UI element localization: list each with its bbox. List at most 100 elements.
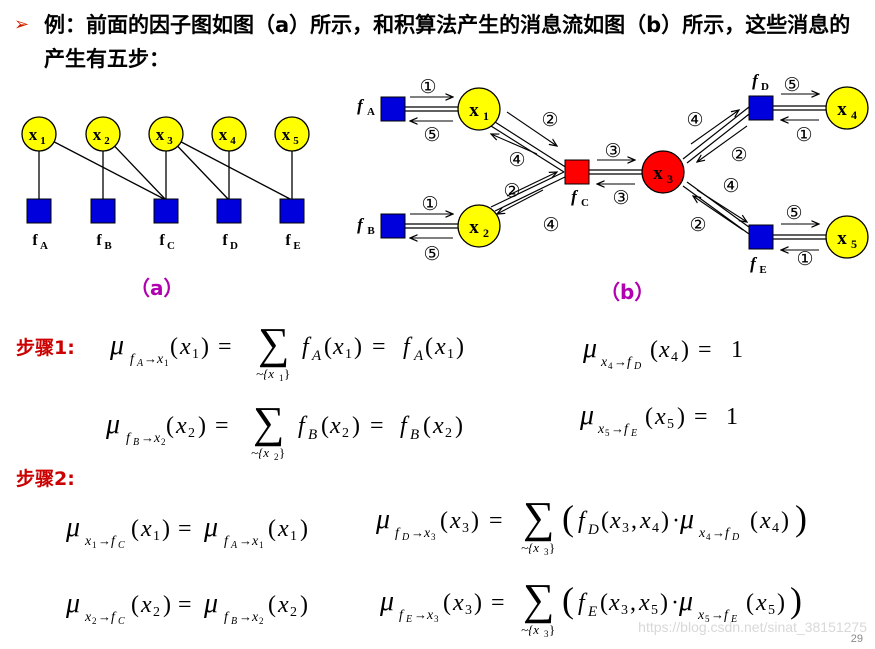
step-mark-x3-fE-back: ② [689,215,706,236]
svg-text:∑: ∑ [253,398,284,447]
step-mark-x2-fC-forward: ② [503,181,520,202]
svg-text:x: x [639,508,651,534]
svg-text:1: 1 [726,404,738,430]
svg-text:): ) [777,590,785,616]
variable-node-x3: x 3 [148,116,184,152]
svg-text:): ) [677,404,685,430]
equation-7: μ x 2 → f C ( x 2 ) = μ f B → x 2 ( x 2 … [65,588,308,627]
svg-text:x: x [179,334,191,360]
factor-nodes-b: f A f B f C f D f E [357,71,774,276]
svg-text:x: x [697,608,705,623]
svg-text:1: 1 [259,540,264,550]
svg-text:~{x: ~{x [256,366,274,381]
svg-text:μ: μ [65,512,80,543]
svg-text:2: 2 [188,426,195,441]
svg-text:f: f [298,413,308,439]
svg-text:): ) [455,413,463,439]
svg-text:x: x [654,404,666,430]
factor-subscript: D [230,240,238,252]
svg-text:): ) [201,334,209,360]
svg-text:4: 4 [706,532,711,542]
svg-text:x: x [332,334,344,360]
factor-subscript: E [759,264,766,276]
svg-text:5: 5 [667,417,674,432]
svg-text:): ) [162,516,170,542]
node-label: x [837,228,847,249]
step-mark-x1-fC-forward: ② [541,110,558,131]
svg-text:x: x [329,413,341,439]
svg-text:x: x [609,508,621,534]
equation-2: μ x 4 → f D ( x 4 ) = 1 [582,333,743,372]
svg-text:5: 5 [651,603,658,618]
svg-text:(: ( [443,590,451,616]
svg-text:=: = [372,334,386,360]
node-subscript: 5 [851,237,857,251]
node-subscript: 4 [230,135,236,147]
equation-1: μ f A → x 1 ( x 1 ) = ∑ ~{x 1 } f A ( x … [109,319,464,383]
svg-text:1: 1 [153,529,160,544]
svg-text:1: 1 [192,347,199,362]
svg-text:x: x [755,590,767,616]
factor-node-fD: f D [216,198,242,252]
factor-node-fE: f E [279,198,305,252]
svg-text:E: E [587,604,597,620]
node-label: x [282,125,291,144]
svg-text:x: x [432,413,444,439]
svg-text:(: ( [131,592,139,618]
svg-text:C: C [118,616,125,627]
equation-3: μ f B → x 2 ( x 2 ) = ∑ ~{x 2 } f B ( x … [105,398,463,462]
svg-text:): ) [352,413,360,439]
svg-text:): ) [354,334,362,360]
equals-sign: = [218,334,232,360]
step-mark-x3-fE-forward: ④ [722,176,739,197]
svg-text:f: f [111,534,117,549]
svg-text:x: x [277,516,289,542]
svg-text:=: = [370,413,384,439]
svg-text:}: } [284,366,290,381]
svg-text:A: A [413,348,424,364]
factor-graph-a: x 1 x 2 x 3 x 4 x 5 [21,116,310,252]
node-label: x [219,125,228,144]
variable-node-x1: x 1 [21,116,57,152]
svg-text:(: ( [321,413,329,439]
step2-label: 步骤2: [16,468,75,490]
svg-text:→: → [98,609,111,624]
factor-label: f [285,232,291,249]
factor-node-fA: f A [26,198,52,252]
variable-node-x1: x 1 [457,87,501,131]
factor-label: f [222,232,228,249]
svg-text:x: x [175,413,187,439]
svg-text:=: = [178,592,192,618]
svg-text:x: x [251,610,259,625]
svg-text:→: → [239,609,252,624]
svg-text:μ: μ [579,400,594,431]
svg-text:x: x [423,526,431,541]
svg-text:4: 4 [772,521,779,536]
svg-text:(: ( [268,516,276,542]
svg-text:B: B [133,437,139,448]
variable-node-x4: x 4 [211,116,247,152]
svg-text:f: f [224,534,230,549]
factor-subscript: B [367,225,375,237]
svg-text:f: f [224,610,230,625]
svg-text:A: A [136,358,144,369]
step1-label: 步骤1: [16,337,75,359]
message-flow-b: ① ⑤ ① ⑤ ② ④ ② ④ ③ ③ ④ ② ④ ② ⑤ ① ⑤ ① f A [357,71,869,276]
step-mark-fC-x3-back: ③ [612,188,629,209]
svg-text:B: B [410,427,419,443]
factor-subscript: A [40,240,48,252]
svg-text:1: 1 [164,358,169,368]
page-number: 29 [850,633,863,645]
svg-text:(: ( [645,404,653,430]
svg-text:x: x [759,508,771,534]
step-mark-x3-fD-back: ② [730,145,747,166]
svg-text:f: f [627,355,633,370]
svg-text:): ) [661,508,669,534]
svg-text:(: ( [562,498,574,538]
svg-text:4: 4 [671,350,678,365]
svg-text:A: A [230,540,238,551]
arrow-bullet-icon: ➢ [14,14,30,35]
svg-text:3: 3 [544,547,549,557]
factor-node-fE: f E [748,224,774,276]
svg-text:f: f [724,608,730,623]
